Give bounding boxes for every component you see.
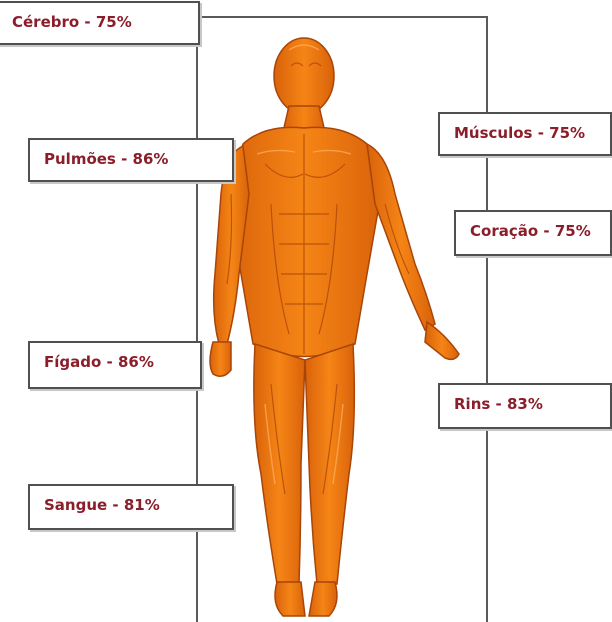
right-vertical-line	[486, 16, 488, 622]
left-vertical-line	[196, 16, 198, 622]
label-rins: Rins - 83%	[438, 383, 612, 429]
label-pulmoes: Pulmões - 86%	[28, 138, 234, 182]
top-horizontal-line	[196, 16, 488, 18]
label-cerebro: Cérebro - 75%	[0, 1, 200, 45]
label-coracao: Coração - 75%	[454, 210, 612, 256]
human-muscle-figure	[205, 24, 475, 622]
label-sangue: Sangue - 81%	[28, 484, 234, 530]
label-musculos: Músculos - 75%	[438, 112, 612, 156]
body-silhouette	[210, 38, 459, 616]
label-figado: Fígado - 86%	[28, 341, 202, 389]
